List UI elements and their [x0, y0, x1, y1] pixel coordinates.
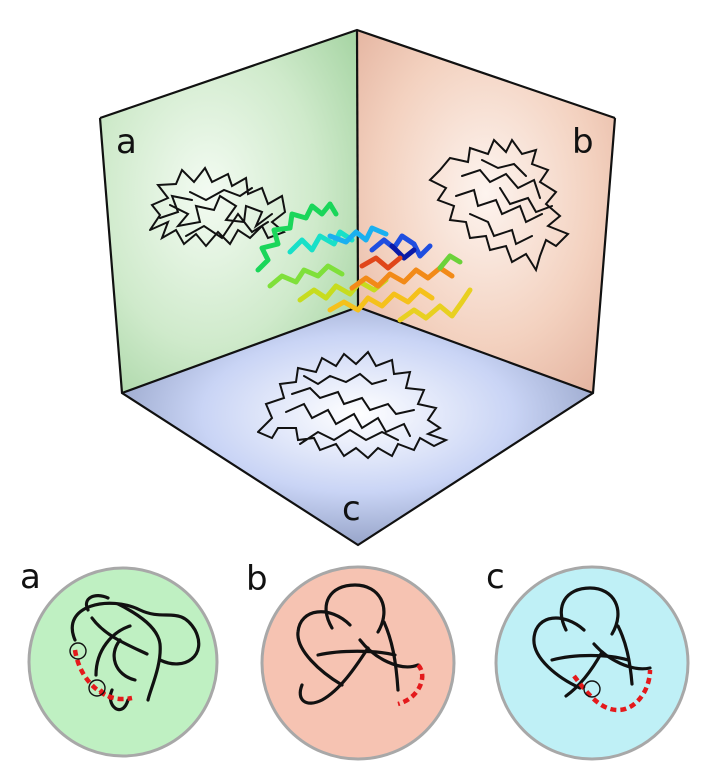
- knot-label-c: c: [486, 557, 505, 597]
- projection-face-b: [357, 30, 615, 393]
- knot-diagram-c: [532, 586, 653, 713]
- projection-face-c: [122, 307, 593, 545]
- knot-panel-a: a: [20, 557, 219, 758]
- cube-label-b: b: [572, 122, 594, 162]
- knot-diagram-a: [69, 594, 201, 712]
- knot-diagram-b: [296, 583, 425, 707]
- crossing-circle-c1: [583, 680, 601, 698]
- protein-backbone-ribbon: [255, 201, 473, 323]
- knot-disc-c: [494, 565, 690, 761]
- crossing-circle-a1: [69, 642, 87, 660]
- knot-label-a: a: [20, 557, 41, 597]
- projection-trace-b: [428, 138, 570, 273]
- knot-label-b: b: [246, 559, 268, 599]
- projection-trace-a: [149, 166, 287, 248]
- cube-label-c: c: [342, 489, 361, 529]
- cube-label-a: a: [116, 122, 137, 162]
- closure-path-a: [72, 649, 113, 701]
- closure-path-b: [397, 663, 425, 707]
- projection-face-a: [100, 30, 358, 393]
- knot-panel-b: b: [246, 559, 456, 761]
- crossing-circle-a2: [88, 679, 106, 697]
- projection-trace-c: [257, 350, 449, 460]
- cube-corner: a b c: [98, 28, 617, 547]
- knot-panel-c: c: [486, 557, 690, 761]
